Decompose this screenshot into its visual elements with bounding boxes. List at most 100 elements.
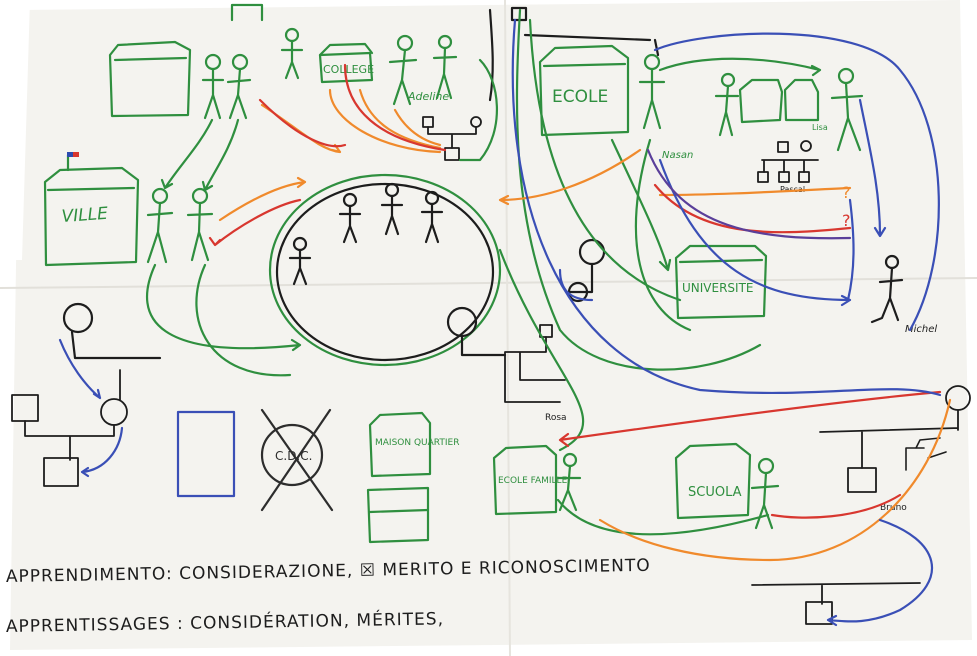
person-figure: [146, 187, 174, 264]
family-tree-symbol: [422, 116, 482, 161]
person-figure: [186, 187, 214, 262]
arrow-green: [160, 118, 214, 190]
arrow-black: [488, 8, 494, 102]
name-label: Rosa: [545, 413, 567, 423]
label-ecole-famille: ECOLE FAMILLE: [498, 476, 568, 486]
box-collegio: [318, 42, 374, 84]
name-label: Nasan: [662, 150, 693, 161]
arrow-green: [146, 263, 302, 352]
paper-crease: [504, 0, 511, 656]
paper-crease: [0, 277, 977, 289]
arrow-blue: [653, 32, 940, 332]
arrow-red: [770, 493, 902, 519]
house-ecole: [538, 44, 630, 137]
person-figure: [201, 53, 225, 120]
person-figure: [338, 192, 362, 244]
house-ecole-famille: [492, 444, 558, 516]
label-universite: UNIVERSITE: [682, 281, 754, 295]
arrow-blue: [826, 518, 933, 627]
arrow-blue: [58, 338, 102, 400]
arrow-blue: [658, 158, 852, 307]
person-circle-head: [62, 302, 162, 360]
house-small: [366, 486, 430, 544]
arrow-green: [195, 263, 292, 377]
arrow-blue: [511, 18, 942, 397]
name-label: Lisa: [812, 123, 828, 132]
label-maison-text: MAISON QUARTIER: [375, 438, 460, 448]
arrow-orange: [598, 398, 952, 562]
crossed-circle-cdc: [260, 408, 334, 512]
family-tree-symbol: [751, 582, 921, 625]
arrow-green: [515, 8, 762, 371]
arrow-green: [528, 18, 682, 302]
person-figure: [750, 457, 780, 530]
name-label: Michel: [905, 324, 937, 335]
label-ecole: ECOLE: [552, 87, 608, 107]
house-scuola: [674, 442, 752, 520]
label-scuola: SCUOLA: [688, 485, 742, 500]
paper-sheet: [10, 0, 972, 650]
label-maison: MAISON QUARTIER: [375, 438, 460, 448]
arrow-green: [634, 138, 692, 332]
house-universite: [674, 244, 768, 320]
question-mark: ?: [842, 183, 851, 202]
connector-line: [523, 33, 660, 57]
house-maison: [368, 411, 432, 478]
person-figure: [556, 452, 582, 512]
person-figure: [432, 34, 458, 100]
arrow-blue: [80, 426, 124, 478]
person-circle-head: [446, 306, 507, 357]
name-adeline: Adeline: [407, 90, 449, 103]
arrow-green: [201, 118, 240, 192]
arrow-orange: [393, 108, 442, 147]
label-ville: VILLE: [61, 204, 109, 227]
stair-sketch: [905, 437, 947, 471]
family-tree-symbol: [11, 369, 128, 487]
box-top-left: [230, 3, 264, 22]
label-collegio: COLLEGE: [323, 63, 374, 76]
label-cdc: C.D.C.: [275, 449, 312, 463]
arrow-orange: [498, 148, 642, 206]
family-tree-symbol: [757, 140, 819, 183]
house-small: [783, 78, 820, 122]
person-figure: [714, 72, 740, 137]
person-figure: [420, 190, 444, 244]
arrow-orange: [358, 88, 442, 150]
paper-fold-shadow: [0, 0, 30, 260]
arrow-purple: [646, 148, 852, 240]
family-tree-symbol: [504, 324, 566, 403]
person-figure: [388, 34, 418, 106]
community-circle: [268, 173, 502, 367]
person-figure: [280, 27, 304, 80]
arrow-red: [258, 98, 347, 148]
flag-icon: [73, 152, 79, 157]
person-figure: [870, 254, 904, 324]
arrow-blue: [846, 198, 855, 302]
arrow-blue: [558, 268, 594, 302]
family-tree-symbol: [819, 385, 971, 493]
person-figure: [380, 182, 404, 236]
person-figure: [288, 236, 312, 286]
arrow-green: [556, 498, 770, 536]
question-mark: ?: [842, 211, 851, 230]
empty-frame: [176, 410, 236, 498]
house-left: [108, 40, 192, 118]
arrow-green: [458, 58, 499, 162]
arrow-green: [658, 57, 822, 77]
house-small: [738, 78, 784, 124]
arrow-red: [208, 198, 302, 247]
person-figure: [638, 53, 666, 130]
arrow-green: [610, 138, 672, 272]
arrow-red: [343, 63, 447, 152]
arrow-red: [558, 390, 942, 448]
arrow-orange: [658, 186, 852, 197]
arrow-orange: [218, 176, 307, 222]
name-label: Pascal: [780, 185, 805, 194]
arrow-blue: [858, 98, 887, 238]
person-figure: [226, 53, 252, 120]
arrow-orange: [328, 88, 442, 154]
community-circle-inner: [275, 182, 495, 362]
person-figure: [830, 67, 864, 152]
